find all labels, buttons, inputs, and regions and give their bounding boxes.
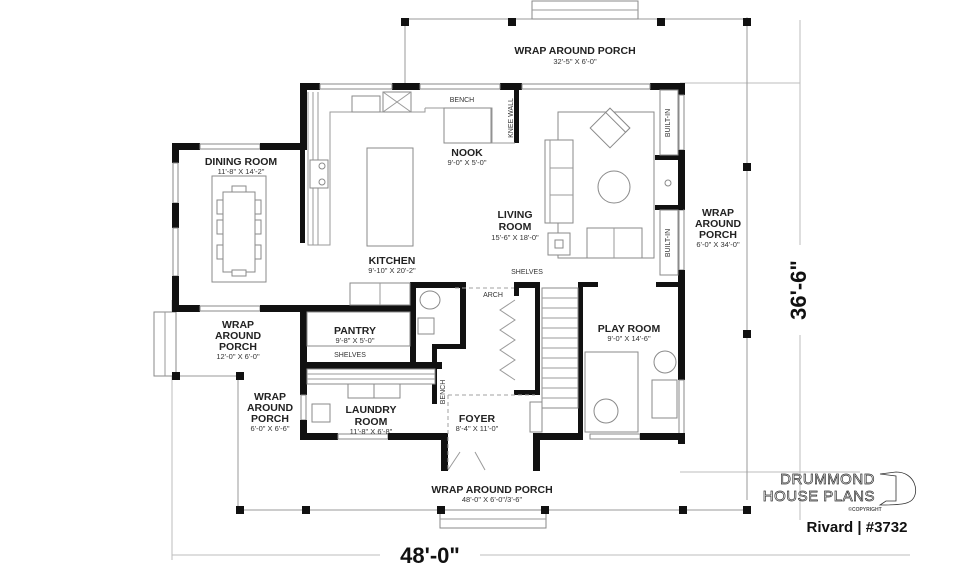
stair-treads [542, 297, 578, 399]
room-name-porch-left-3: PORCH [219, 341, 257, 353]
room-dims-porch-left-lower: 6'-0" X 6'-6" [250, 424, 289, 433]
fireplace-icon [664, 179, 672, 187]
room-name-porch-left-1: WRAP [222, 319, 254, 331]
label-arch: ARCH [483, 292, 503, 299]
play-rug [584, 351, 639, 433]
room-name-porch-left-lower-2: AROUND [247, 402, 293, 414]
sofa [544, 139, 574, 224]
room-dims-porch-right: 6'-0" X 34'-0" [696, 240, 740, 249]
room-name-porch-bottom: WRAP AROUND PORCH [431, 484, 552, 496]
room-labels: WRAP AROUND PORCH 32'-5" X 6'-0" DINING … [205, 45, 742, 504]
label-shelves-living: SHELVES [511, 269, 543, 276]
label-bench-top: BENCH [450, 97, 475, 104]
coffee-table [597, 170, 631, 204]
room-name-living-1: LIVING [497, 209, 532, 221]
dimension-width: 48'-0" [400, 543, 460, 568]
room-name-nook: NOOK [451, 147, 483, 159]
label-shelves-pantry: SHELVES [334, 352, 366, 359]
porch-posts [172, 18, 751, 514]
room-name-dining: DINING ROOM [205, 156, 278, 168]
room-dims-living: 15'-6" X 18'-0" [491, 233, 539, 242]
room-dims-play: 9'-0" X 14'-6" [607, 334, 651, 343]
room-dims-pantry: 9'-8" X 5'-0" [335, 336, 374, 345]
dining-table [222, 191, 256, 273]
room-name-porch-right-1: WRAP [702, 207, 734, 219]
room-name-pantry: PANTRY [334, 325, 376, 337]
brand-copyright: ©COPYRIGHT [848, 506, 881, 513]
logo-mark-icon [878, 471, 916, 506]
label-knee-wall: KNEE WALL [508, 98, 515, 138]
room-name-play: PLAY ROOM [598, 323, 661, 335]
room-name-porch-top: WRAP AROUND PORCH [514, 45, 635, 57]
room-dims-porch-top: 32'-5" X 6'-0" [553, 57, 597, 66]
fixtures [211, 89, 679, 471]
room-name-porch-left-lower-1: WRAP [254, 391, 286, 403]
exterior-walls [172, 83, 685, 471]
room-dims-dining: 11'-8" X 14'-2" [218, 167, 265, 176]
room-name-laundry-2: ROOM [355, 416, 388, 428]
room-name-porch-left-lower-3: PORCH [251, 413, 289, 425]
brand-line2: HOUSE PLANS [763, 488, 875, 505]
brand-logo: DRUMMOND HOUSE PLANS ©COPYRIGHT Rivard |… [762, 471, 916, 536]
overall-dimensions: 48'-0" 36'-6" [400, 260, 811, 568]
brand-line1: DRUMMOND [780, 471, 875, 488]
annotations: BENCH KNEE WALL BUILT-IN BUILT-IN SHELVE… [334, 97, 672, 404]
room-dims-porch-bottom: 48'-0" X 6'-0"/3'-6" [462, 495, 523, 504]
room-dims-foyer: 8'-4" X 11'-0" [456, 424, 499, 433]
label-built-in-bottom: BUILT-IN [665, 229, 672, 257]
play-table [593, 398, 619, 424]
room-dims-kitchen: 9'-10" X 20'-2" [368, 266, 416, 275]
room-name-porch-right-2: AROUND [695, 218, 741, 230]
interior-walls [307, 83, 685, 440]
label-built-in-top: BUILT-IN [665, 109, 672, 137]
label-bench-foyer: BENCH [440, 380, 447, 405]
room-dims-nook: 9'-0" X 5'-0" [447, 158, 486, 167]
kitchen-sink-icon [351, 95, 381, 113]
laundry-sink-icon [311, 403, 331, 423]
room-name-porch-left-2: AROUND [215, 330, 261, 342]
kitchen-island [366, 147, 414, 247]
room-dims-laundry: 11'-8" X 6'-8" [350, 427, 393, 436]
room-name-porch-right-3: PORCH [699, 229, 737, 241]
dimension-depth: 36'-6" [786, 260, 811, 320]
room-dims-porch-left: 12'-0" X 6'-0" [216, 352, 260, 361]
room-name-laundry-1: LAUNDRY [346, 404, 397, 416]
room-name-kitchen: KITCHEN [369, 255, 416, 267]
room-name-foyer: FOYER [459, 413, 496, 425]
room-name-living-2: ROOM [499, 221, 532, 233]
plan-model-number: Rivard | #3732 [807, 519, 908, 536]
nook-table [443, 107, 492, 144]
